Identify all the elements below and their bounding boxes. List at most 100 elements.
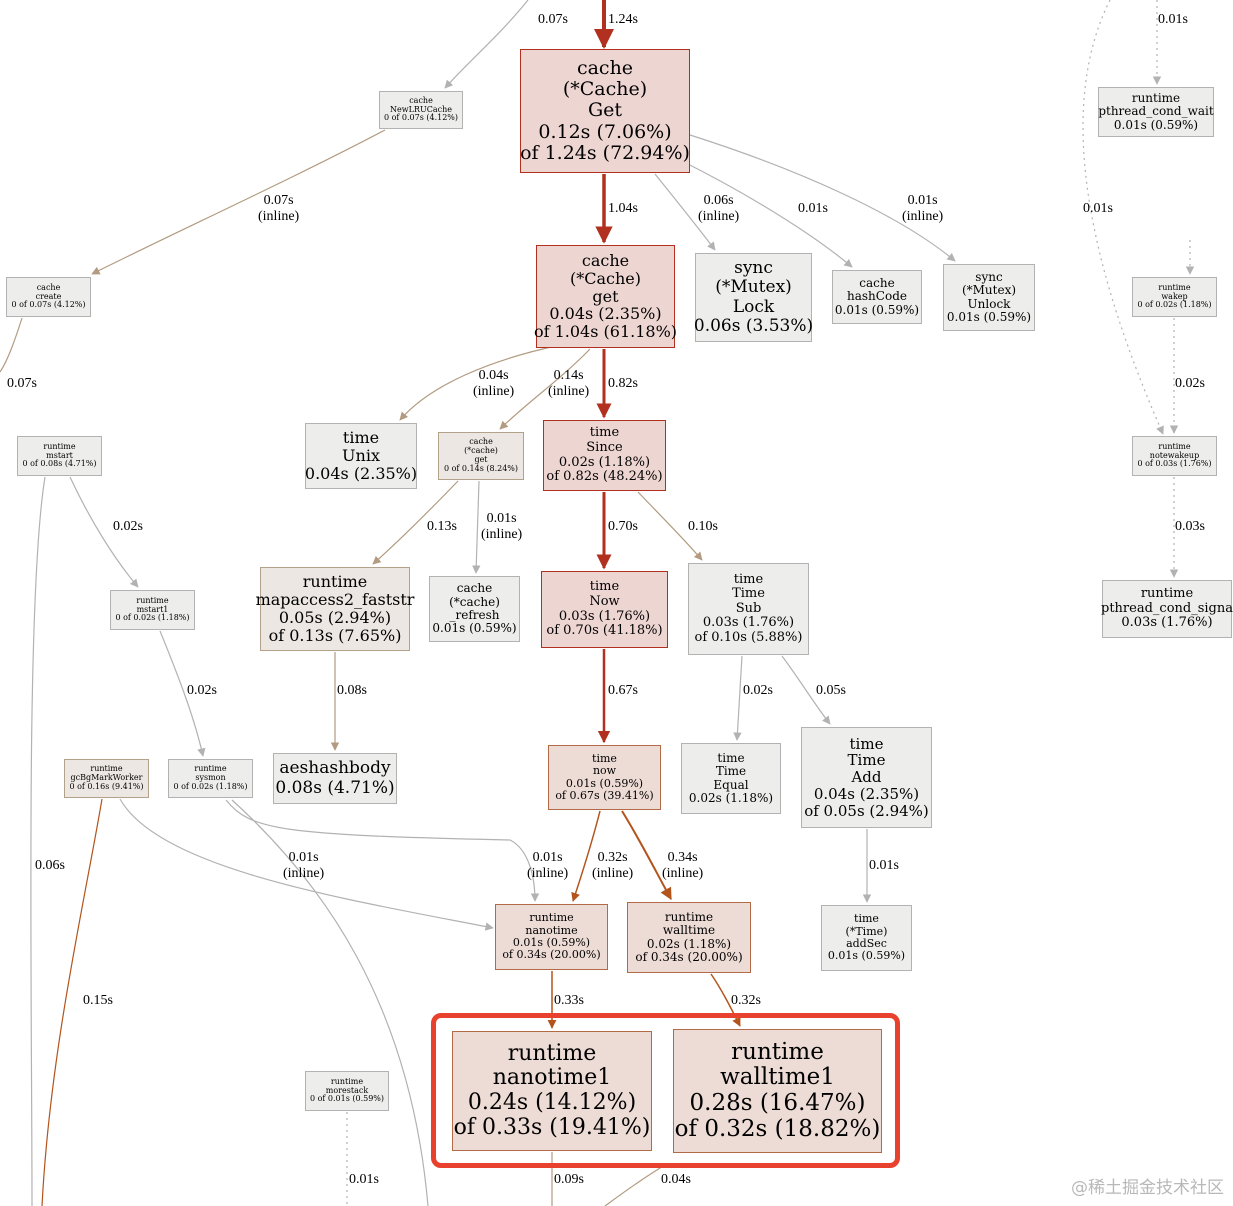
node-line: of 0.05s (2.94%) bbox=[804, 801, 929, 820]
node-line: 0 of 0.08s (4.71%) bbox=[22, 459, 97, 469]
edge-label-line: 0.01s bbox=[798, 201, 828, 216]
edge-label-line: 0.67s bbox=[608, 683, 638, 698]
node-line: 0.02s (1.18%) bbox=[558, 454, 651, 470]
node-line: runtime bbox=[302, 572, 368, 592]
node-line: (*Mutex) bbox=[961, 283, 1017, 298]
edge-label-line: 0.13s bbox=[427, 519, 457, 534]
node-line: get bbox=[474, 455, 488, 464]
node-line: of 0.33s (19.41%) bbox=[453, 1114, 651, 1140]
node-line: runtime bbox=[664, 909, 714, 924]
node-line: nanotime1 bbox=[492, 1065, 612, 1091]
node-line: 0.04s (2.35%) bbox=[549, 304, 662, 324]
edge-label: 0.32s(inline) bbox=[592, 850, 633, 882]
node-line: runtime bbox=[90, 764, 123, 774]
node-line: 0.03s (1.76%) bbox=[1121, 615, 1213, 631]
edge-label: 0.67s bbox=[608, 683, 638, 699]
edge bbox=[91, 129, 386, 275]
node-line: mstart1 bbox=[136, 604, 169, 614]
edge-label-line: (inline) bbox=[698, 209, 740, 224]
node-line: 0 of 0.02s (1.18%) bbox=[173, 781, 248, 791]
node-line: NewLRUCache bbox=[390, 104, 452, 114]
edge-label-line: 0.04s bbox=[478, 368, 509, 383]
edge-label: 0.82s bbox=[608, 376, 638, 392]
edge-label: 0.01s(inline) bbox=[481, 511, 522, 543]
edge-label: 0.04s(inline) bbox=[473, 368, 514, 400]
edge bbox=[231, 799, 429, 1206]
node-line: 0.02s (1.18%) bbox=[688, 790, 774, 805]
edge-label: 0.01s bbox=[869, 858, 899, 874]
edge-label-line: (inline) bbox=[902, 209, 944, 224]
node-line: 0 of 0.03s (1.76%) bbox=[1137, 459, 1212, 469]
node-line: cache bbox=[576, 56, 634, 79]
edge-label: 0.07s bbox=[538, 12, 568, 28]
node-line: 0.12s (7.06%) bbox=[538, 120, 672, 143]
node-line: Sub bbox=[735, 600, 762, 616]
edge bbox=[733, 655, 743, 741]
edge-label-line: 0.08s bbox=[337, 683, 367, 698]
edge bbox=[1082, 0, 1164, 435]
node-line: 0.03s (1.76%) bbox=[558, 608, 651, 624]
edge-label: 1.24s bbox=[608, 12, 638, 28]
node-line: time bbox=[589, 579, 620, 595]
edge-label: 0.06s(inline) bbox=[698, 193, 739, 225]
node-line: pthread_cond_wait bbox=[1098, 104, 1214, 119]
node-line: Time bbox=[847, 751, 886, 770]
edge bbox=[472, 480, 481, 574]
node-line: runtime bbox=[731, 1038, 824, 1065]
node-line: runtime bbox=[507, 1040, 597, 1066]
node-line: (*Cache) bbox=[562, 78, 648, 101]
edge-label-line: (inline) bbox=[548, 384, 590, 399]
watermark: @稀土掘金技术社区 bbox=[1071, 1178, 1224, 1198]
edge bbox=[654, 173, 716, 251]
node-line: mapaccess2_faststr bbox=[255, 590, 415, 610]
edge-label-line: 0.07s bbox=[538, 12, 568, 27]
node-line: 0.06s (3.53%) bbox=[693, 315, 814, 336]
node-line: (*cache) bbox=[464, 446, 498, 456]
edge-label: 0.07s(inline) bbox=[258, 193, 299, 225]
edge-label: 0.08s bbox=[337, 683, 367, 699]
edge-label-line: 0.01s bbox=[869, 858, 899, 873]
edge-label-line: (inline) bbox=[258, 209, 300, 224]
edge-label-line: 0.10s bbox=[688, 519, 718, 534]
edge-label-line: 0.34s bbox=[667, 850, 698, 865]
edge-label-line: 0.01s bbox=[532, 850, 563, 865]
node-line: 0.02s (1.18%) bbox=[646, 936, 732, 951]
node-line: runtime bbox=[1158, 282, 1191, 292]
edge-label-line: 0.82s bbox=[608, 376, 638, 391]
edge bbox=[0, 317, 23, 373]
node-line: now bbox=[592, 764, 617, 778]
edge-label-line: 0.01s bbox=[486, 511, 517, 526]
